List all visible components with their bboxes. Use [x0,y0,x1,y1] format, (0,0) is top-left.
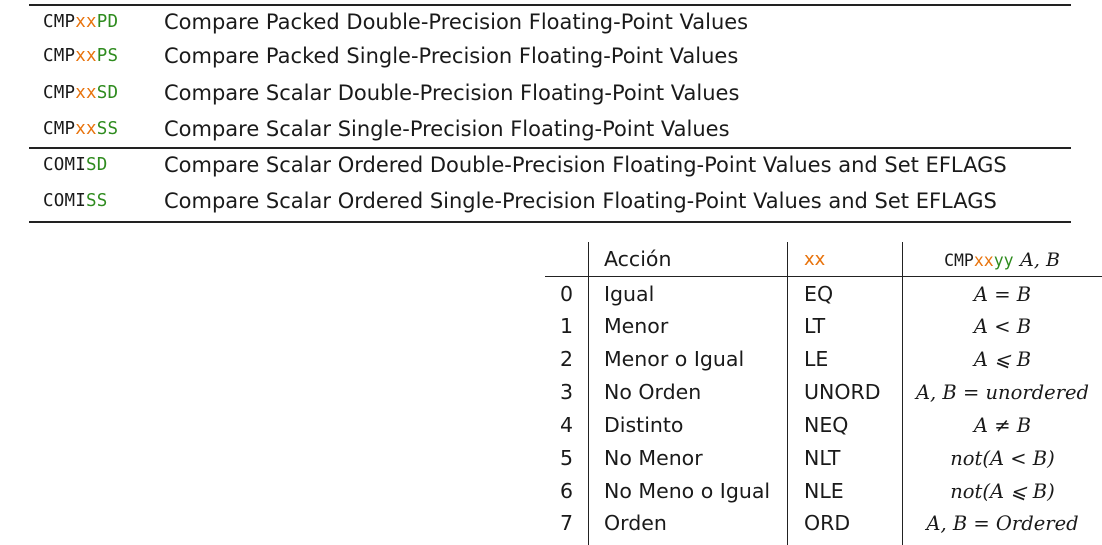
column-divider [588,242,589,545]
instruction-description: Compare Scalar Double-Precision Floating… [164,81,740,105]
row-code: EQ [804,282,834,306]
row-code: ORD [804,511,851,535]
row-condition: A ⩽ B [973,348,1032,371]
table-top-rule [29,4,1071,6]
row-condition: A = B [973,283,1032,306]
instruction-mnemonic: COMISS [43,191,108,211]
instruction-row: CMPxxPD Compare Packed Double-Precision … [29,5,1071,39]
row-code: NEQ [804,413,849,437]
instruction-description: Compare Scalar Single-Precision Floating… [164,117,730,141]
row-condition: not(A < B) [950,447,1055,470]
row-accion: Igual [604,282,655,306]
row-index: 3 [559,380,574,404]
row-code: UNORD [804,380,881,404]
header-xx: xx [804,249,826,270]
instruction-mnemonic: CMPxxPD [43,12,119,32]
row-condition: A < B [973,315,1032,338]
row-index: 1 [559,314,574,338]
header-accion: Acción [604,247,672,271]
header-rule [545,276,1102,277]
row-accion: No Meno o Igual [604,479,771,503]
row-accion: No Menor [604,446,703,470]
row-index: 7 [559,511,574,535]
row-index: 2 [559,347,574,371]
row-condition: not(A ⩽ B) [950,480,1055,503]
row-accion: Orden [604,511,667,535]
row-accion: Menor o Igual [604,347,745,371]
row-index: 4 [559,413,574,437]
column-divider [787,242,788,545]
instruction-mnemonic: COMISD [43,155,108,175]
row-code: LE [804,347,829,371]
instruction-description: Compare Packed Double-Precision Floating… [164,10,749,34]
instruction-description: Compare Scalar Ordered Double-Precision … [164,153,1007,177]
column-divider [902,242,903,545]
instruction-mnemonic: CMPxxSS [43,119,119,139]
instruction-mnemonic: CMPxxSD [43,83,119,103]
row-index: 6 [559,479,574,503]
row-accion: Distinto [604,413,684,437]
row-condition: A, B = unordered [915,381,1090,404]
row-index: 5 [559,446,574,470]
instruction-description: Compare Packed Single-Precision Floating… [164,44,739,68]
row-accion: No Orden [604,380,702,404]
row-condition: A ≠ B [973,414,1032,437]
row-index: 0 [559,282,574,306]
row-code: NLE [804,479,844,503]
instruction-mnemonic: CMPxxPS [43,46,119,66]
instruction-row: CMPxxSS Compare Scalar Single-Precision … [29,112,1071,146]
row-condition: A, B = Ordered [926,512,1079,535]
row-code: LT [804,314,826,338]
instruction-row: COMISD Compare Scalar Ordered Double-Pre… [29,148,1071,182]
table-mid-rule [29,147,1071,149]
table-bottom-rule [29,221,1071,223]
instruction-description: Compare Scalar Ordered Single-Precision … [164,189,997,213]
row-code: NLT [804,446,841,470]
instruction-row: CMPxxSD Compare Scalar Double-Precision … [29,76,1071,110]
instruction-row: CMPxxPS Compare Packed Single-Precision … [29,39,1071,73]
instruction-row: COMISS Compare Scalar Ordered Single-Pre… [29,184,1071,218]
header-syntax: CMPxxyy A, B [944,249,1060,271]
row-accion: Menor [604,314,669,338]
